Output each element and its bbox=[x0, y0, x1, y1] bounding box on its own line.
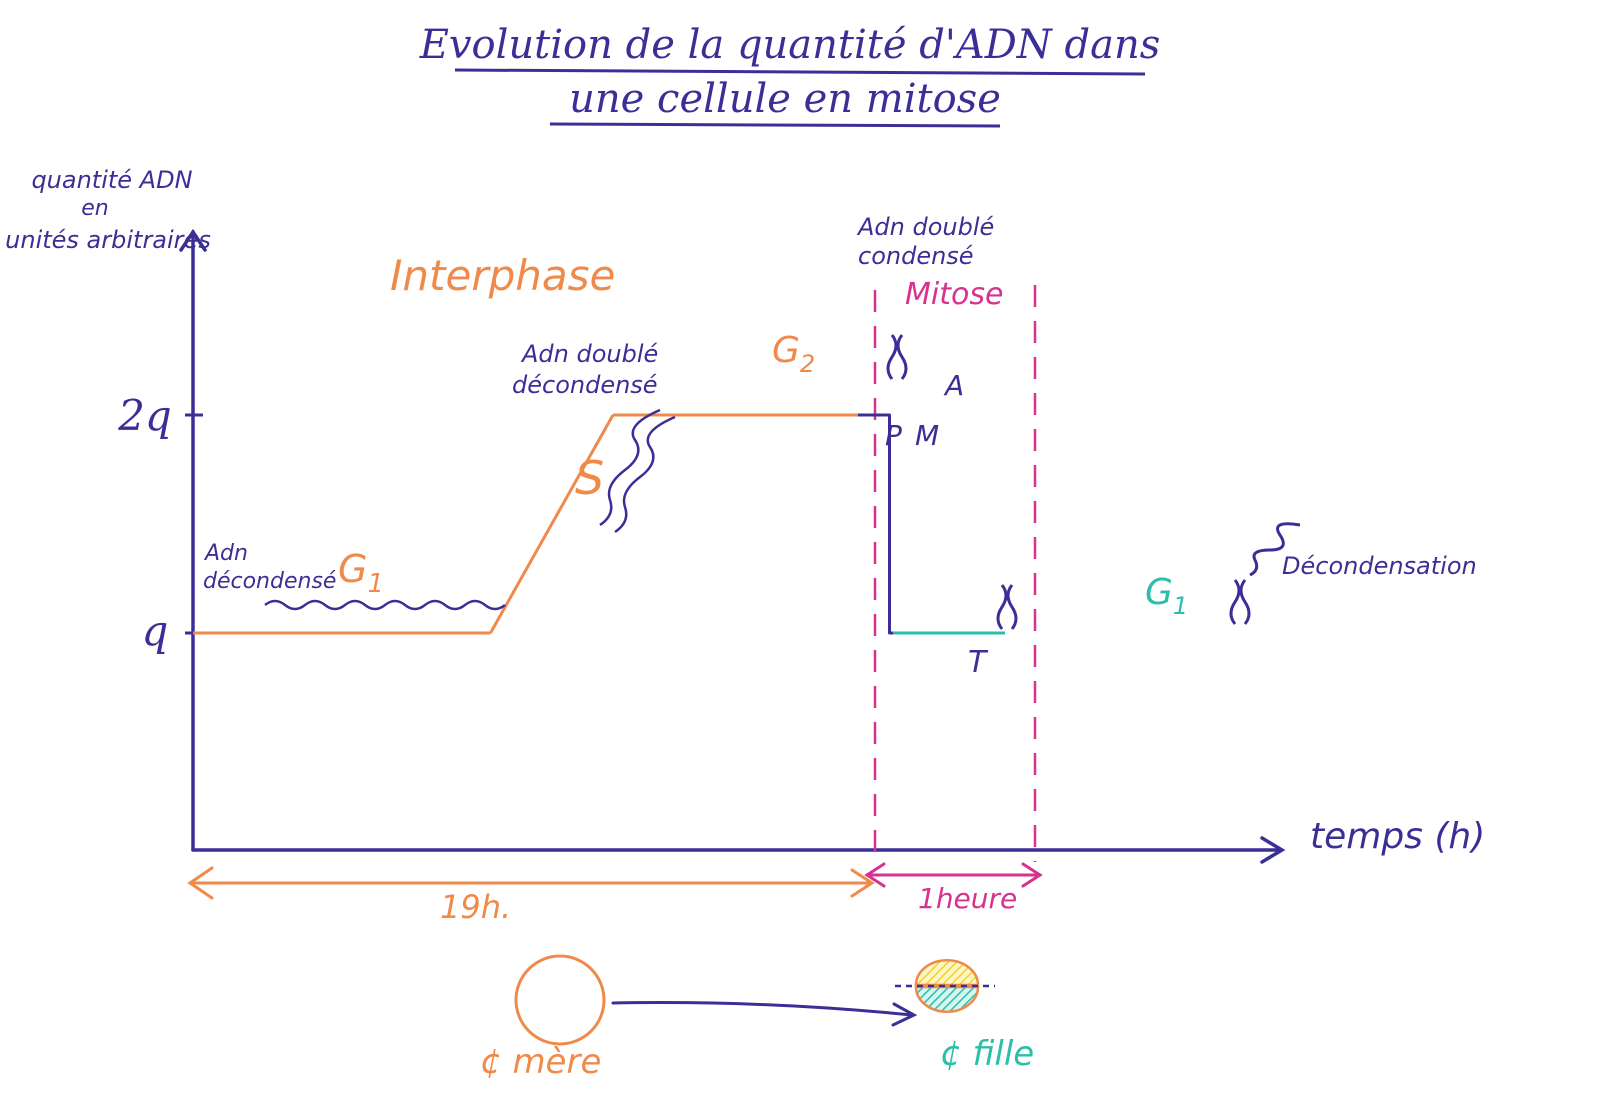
daughter-cells bbox=[895, 959, 995, 1013]
mitosis-label-t: T bbox=[968, 645, 989, 680]
g2-subscript: 2 bbox=[800, 350, 815, 378]
g1-dna-note-2: décondensé bbox=[203, 569, 336, 594]
phase-label-s: S bbox=[575, 451, 604, 505]
daughter-cell-top bbox=[914, 959, 980, 987]
m-dna-note-1: Adn doublé bbox=[856, 213, 994, 241]
g1-wavy-dna bbox=[264, 599, 506, 611]
y-axis-arrowhead bbox=[179, 228, 207, 252]
duration-arrow-mitosis bbox=[864, 862, 1043, 888]
s-dna-note-2: décondensé bbox=[512, 371, 658, 399]
phase-label-g1-after: G1 bbox=[1145, 572, 1188, 620]
x-axis-arrowhead bbox=[1260, 836, 1286, 864]
y-tick-label-2q: 2q bbox=[117, 391, 172, 440]
g1-letter: G bbox=[338, 547, 367, 591]
duration-label-interphase: 19h. bbox=[440, 888, 511, 926]
s-wavy-dna bbox=[599, 408, 676, 534]
series-layer bbox=[193, 413, 1005, 635]
mitosis-label-p: P bbox=[885, 419, 902, 452]
decondensation-note: Décondensation bbox=[1282, 552, 1477, 580]
mother-cell bbox=[514, 954, 606, 1046]
phase-label-mitose: Mitose bbox=[905, 277, 1003, 312]
daughter-cell-bottom bbox=[914, 985, 980, 1013]
duration-label-mitosis: 1heure bbox=[918, 882, 1017, 915]
g1-subscript: 1 bbox=[367, 569, 384, 599]
g1-dna-note-1: Adn bbox=[203, 541, 248, 566]
x-axis-label: temps (h) bbox=[1310, 816, 1485, 857]
chart-title-line2: une cellule en mitose bbox=[569, 76, 1001, 122]
chromosome-icon-telophase bbox=[996, 584, 1018, 630]
phase-label-g2: G2 bbox=[772, 330, 815, 378]
dna-curve-segment-2 bbox=[489, 414, 615, 634]
chromosome-icon-prophase bbox=[886, 334, 908, 380]
title-underline-2 bbox=[549, 122, 1001, 128]
g1-after-subscript: 1 bbox=[1173, 592, 1188, 620]
dna-curve-segment-4 bbox=[858, 413, 893, 635]
phase-label-interphase: Interphase bbox=[390, 251, 615, 300]
axes bbox=[179, 228, 1286, 864]
mother-cell-label: ¢ mère bbox=[480, 1042, 601, 1082]
chart-title-line1: Evolution de la quantité d'ADN dans bbox=[419, 22, 1161, 68]
y-axis-label-line1: quantité ADN bbox=[31, 166, 192, 194]
division-arrow bbox=[611, 1001, 918, 1027]
phase-label-g1: G1 bbox=[338, 547, 384, 599]
mitosis-boundaries bbox=[873, 285, 1037, 862]
y-axis-label-line3: unités arbitraires bbox=[5, 226, 211, 254]
y-axis-label-line2: en bbox=[81, 196, 108, 221]
mitosis-label-a: A bbox=[943, 369, 964, 402]
s-dna-note-1: Adn doublé bbox=[520, 340, 658, 368]
g2-letter: G bbox=[772, 330, 800, 371]
chromosome-icon-decondensation bbox=[1229, 522, 1301, 625]
daughter-cell-label: ¢ fille bbox=[940, 1034, 1034, 1074]
y-tick-label-q: q bbox=[142, 606, 169, 655]
g1-after-letter: G bbox=[1145, 572, 1173, 613]
mitosis-label-m: M bbox=[915, 419, 939, 452]
m-dna-note-2: condensé bbox=[858, 242, 974, 270]
duration-arrow-interphase bbox=[187, 866, 875, 900]
title-underline-1 bbox=[454, 68, 1146, 76]
